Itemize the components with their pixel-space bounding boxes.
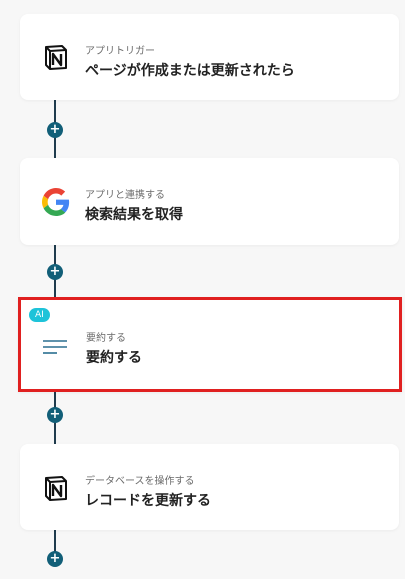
step-subtitle: 要約する	[86, 333, 126, 344]
summarize-lines-icon	[41, 333, 69, 361]
add-step-button[interactable]: +	[47, 407, 63, 423]
connector-line	[54, 530, 56, 560]
google-icon	[42, 188, 70, 216]
step-card-notion-database[interactable]: データベースを操作する レコードを更新する	[20, 444, 399, 530]
notion-icon	[42, 43, 70, 71]
step-subtitle: アプリと連携する	[85, 190, 165, 201]
step-card-notion-trigger[interactable]: アプリトリガー ページが作成または更新されたら	[20, 14, 399, 100]
step-card-ai-summarize[interactable]: AI 要約する 要約する	[18, 297, 402, 392]
step-subtitle: データベースを操作する	[85, 476, 195, 487]
add-step-button[interactable]: +	[47, 551, 63, 567]
ai-badge: AI	[29, 308, 50, 322]
step-title: 要約する	[86, 350, 142, 366]
step-title: 検索結果を取得	[85, 207, 183, 223]
notion-icon	[42, 474, 70, 502]
step-card-google-search[interactable]: アプリと連携する 検索結果を取得	[20, 158, 399, 245]
step-title: レコードを更新する	[85, 493, 211, 509]
step-title: ページが作成または更新されたら	[85, 63, 295, 79]
add-step-button[interactable]: +	[47, 122, 63, 138]
add-step-button[interactable]: +	[47, 264, 63, 280]
step-subtitle: アプリトリガー	[85, 46, 155, 57]
